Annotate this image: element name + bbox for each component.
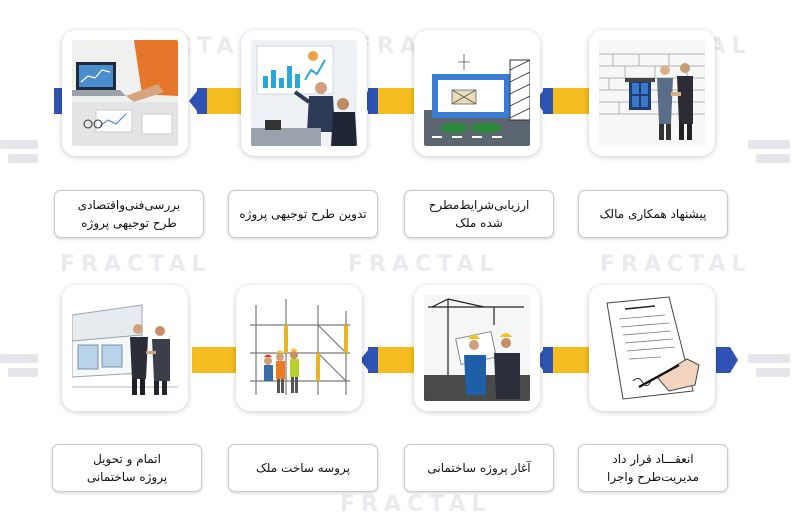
connector-stub [716, 347, 730, 373]
construction-scaffold-illustration [246, 295, 352, 401]
step-image-frame [589, 30, 715, 156]
decor-stripe [8, 154, 38, 163]
step-label: انعقـــاد قرار داد مدیریت‌طرح واجرا [578, 444, 728, 492]
connector-stub [192, 347, 236, 373]
decor-stripe [0, 140, 38, 149]
flow-arrow [360, 88, 414, 114]
flow-arrow [535, 347, 589, 373]
building-handover-illustration [72, 295, 178, 401]
flow-start-tip [730, 347, 738, 373]
flow-arrow [535, 88, 589, 114]
step-label: بررسی‌فنی‌واقتصادی طرح توجیهی پروژه [54, 190, 204, 238]
contract-signing-illustration [599, 295, 705, 401]
connector-stub [54, 88, 63, 114]
watermark: FRACTAL [600, 252, 752, 277]
presentation-illustration [251, 40, 357, 146]
step-label: ارزیابی‌شرایط‌مطرح شده ملک [404, 190, 554, 238]
step-image-frame [414, 285, 540, 411]
watermark: FRACTAL [348, 252, 500, 277]
step-label: آغاز پروژه ساختمانی [404, 444, 554, 492]
watermark: FRACTAL [60, 252, 212, 277]
decor-stripe [748, 140, 790, 149]
step-image-frame [62, 285, 188, 411]
step-image-frame [589, 285, 715, 411]
step-label: پیشنهاد همکاری مالک [578, 190, 728, 238]
decor-stripe [0, 354, 38, 363]
watermark: FRACTAL [340, 492, 492, 517]
step-image-frame [414, 30, 540, 156]
site-plan-illustration [424, 40, 530, 146]
decor-stripe [748, 354, 790, 363]
step-label: پروسه ساخت ملک [228, 444, 378, 492]
step-label: تدوین طرح توجیهی پروژه [228, 190, 378, 238]
step-image-frame [241, 30, 367, 156]
handshake-illustration [599, 40, 705, 146]
step-image-frame [62, 30, 188, 156]
step-image-frame [236, 285, 362, 411]
engineers-crane-illustration [424, 295, 530, 401]
laptop-analysis-illustration [72, 40, 178, 146]
decor-stripe [8, 368, 38, 377]
flow-arrow [189, 88, 241, 114]
step-label: اتمام و تحویل پروژه ساختمانی [52, 444, 202, 492]
flow-arrow [360, 347, 414, 373]
decor-stripe [756, 154, 790, 163]
decor-stripe [756, 368, 790, 377]
